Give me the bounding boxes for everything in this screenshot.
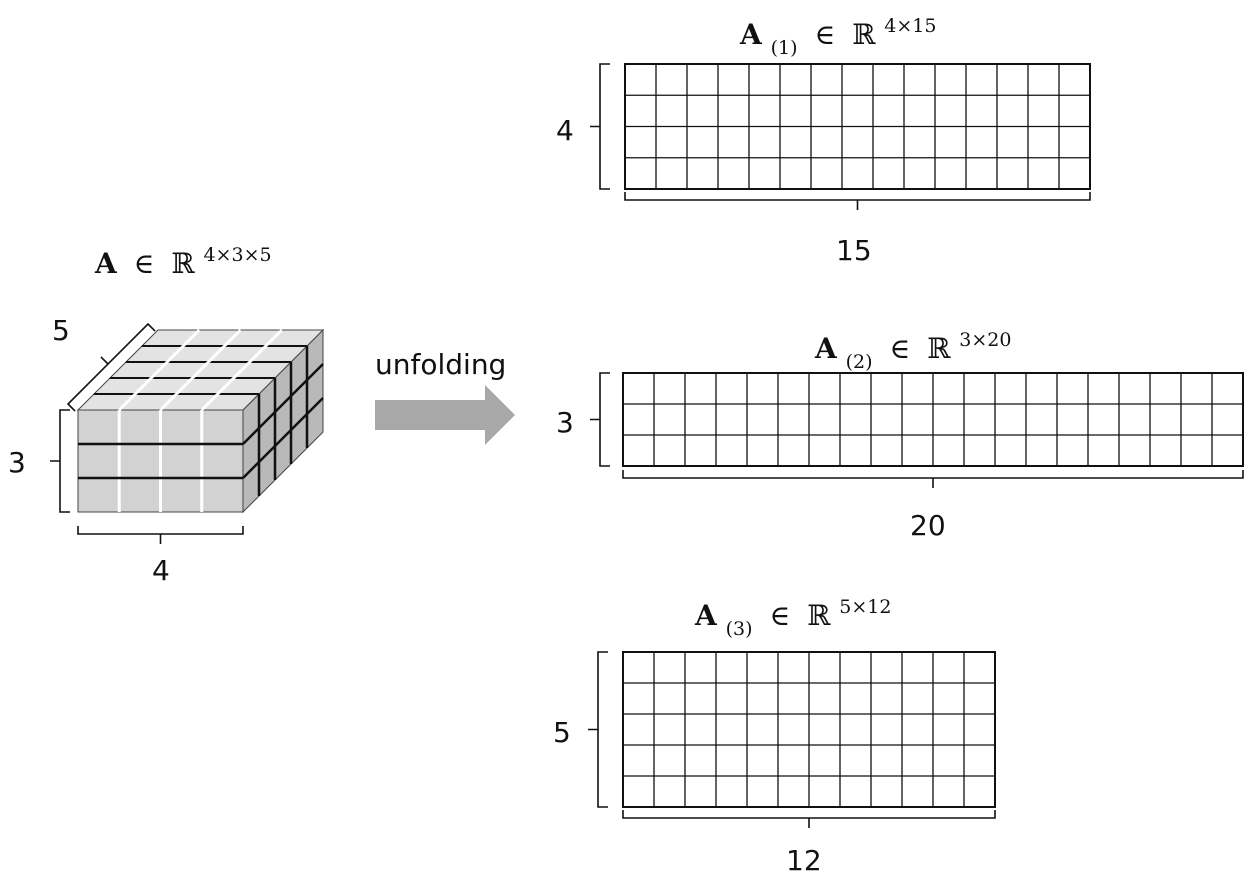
matrix-field: ℝ	[807, 599, 831, 632]
matrix-element-of: ∈	[814, 18, 835, 51]
matrix-mode: (3)	[726, 618, 753, 640]
matrix-dims: 4×15	[884, 15, 936, 37]
matrix-symbol: A	[694, 599, 718, 632]
matrix-col-bracket	[624, 192, 1091, 210]
tensor-dims: 4×3×5	[203, 244, 271, 266]
matrix-grid-3	[622, 651, 996, 808]
matrix-brackets-1	[590, 63, 1091, 210]
matrix-row-bracket	[590, 372, 610, 467]
matrix-row-label-1: 4	[556, 114, 574, 147]
matrix-col-bracket	[622, 810, 996, 828]
matrix-col-bracket	[622, 470, 1244, 488]
matrix-dims: 5×12	[839, 596, 891, 618]
width-bracket	[77, 526, 244, 544]
matrix-dims: 3×20	[959, 329, 1011, 351]
matrix-mode: (2)	[846, 351, 873, 373]
cube-side-row-line	[242, 397, 324, 479]
matrix-row-bracket	[588, 651, 608, 808]
matrix-grid-2	[622, 372, 1244, 467]
matrix-title-3: A (3) ∈ ℝ 5×12	[694, 596, 891, 642]
unfolding-mode-2: A (2) ∈ ℝ 3×20 3 20	[556, 329, 1244, 542]
matrix-symbol: A	[814, 332, 838, 365]
matrix-row-bracket	[590, 63, 610, 190]
matrix-symbol: A	[739, 18, 763, 51]
tensor-field: ℝ	[171, 247, 195, 280]
cube-brackets	[50, 322, 244, 544]
matrix-col-label-1: 15	[836, 234, 872, 267]
cube-top-gap	[118, 328, 201, 412]
width-label: 4	[152, 554, 170, 587]
matrix-field: ℝ	[927, 332, 951, 365]
matrix-col-label-3: 12	[786, 844, 822, 875]
depth-bracket	[66, 322, 156, 412]
matrix-title-2: A (2) ∈ ℝ 3×20	[814, 329, 1011, 375]
unfolding-mode-3: A (3) ∈ ℝ 5×12 5 12	[553, 596, 996, 875]
tensor-element-of: ∈	[134, 247, 155, 280]
tensor-cube	[76, 328, 325, 514]
tensor-symbol: A	[94, 247, 118, 280]
matrix-element-of: ∈	[769, 599, 790, 632]
cube-top-gap	[200, 328, 283, 412]
matrix-mode: (1)	[771, 37, 798, 59]
cube-top-gap	[159, 328, 242, 412]
matrix-grid-1	[624, 63, 1091, 190]
depth-label: 5	[52, 314, 70, 347]
unfolding-mode-1: A (1) ∈ ℝ 4×15 4 15	[556, 15, 1091, 267]
unfolding-arrow-icon	[375, 385, 515, 445]
matrix-title-1: A (1) ∈ ℝ 4×15	[739, 15, 936, 61]
matrix-field: ℝ	[852, 18, 876, 51]
matrix-row-label-3: 5	[553, 716, 571, 749]
tensor-title: A ∈ ℝ 4×3×5	[94, 244, 272, 280]
matrix-element-of: ∈	[889, 332, 910, 365]
matrix-brackets-3	[588, 651, 996, 828]
matrix-brackets-2	[590, 372, 1244, 488]
matrix-row-label-2: 3	[556, 406, 574, 439]
matrix-col-label-2: 20	[910, 509, 946, 542]
height-label: 3	[8, 446, 26, 479]
cube-side-row-line	[242, 363, 324, 445]
height-bracket	[50, 409, 70, 513]
unfolding-label: unfolding	[375, 348, 506, 381]
